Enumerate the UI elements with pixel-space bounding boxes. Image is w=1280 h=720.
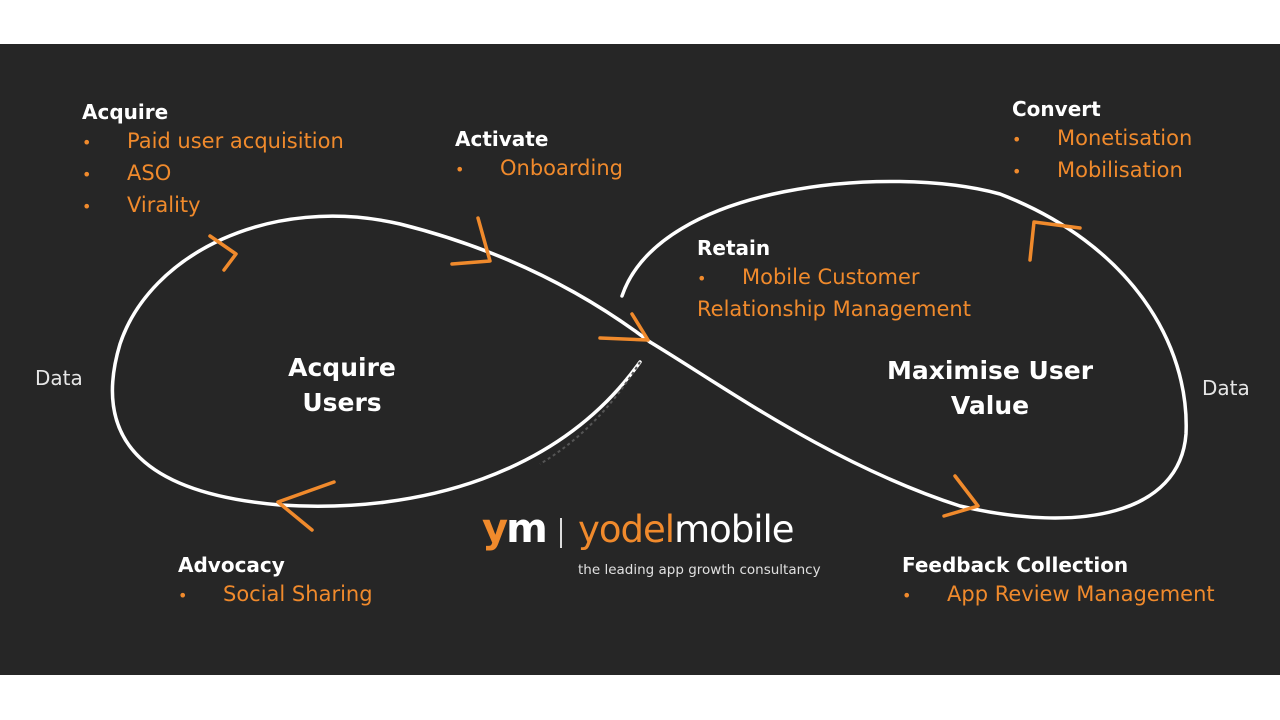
stage-retain-heading: Retain xyxy=(697,236,771,260)
left-loop-label: Acquire Users xyxy=(288,353,396,417)
stage-activate: Activate •Onboarding xyxy=(455,125,623,185)
arrow-acquire xyxy=(208,234,238,272)
infinity-loop-diagram xyxy=(110,179,1188,532)
stage-convert: Convert •Monetisation •Mobilisation xyxy=(1012,95,1192,187)
logo-separator xyxy=(560,518,562,548)
right-loop-label: Maximise User Value xyxy=(886,356,1094,420)
left-data-label: Data xyxy=(35,366,83,390)
list-item: •Onboarding xyxy=(455,156,623,180)
list-item: •Mobile Customer xyxy=(697,265,920,289)
yodelmobile-logo: ym yodelmobile xyxy=(478,506,828,566)
stage-retain: Retain •Mobile Customer Relationship Man… xyxy=(697,234,971,324)
logo-wordmark: yodelmobile xyxy=(578,508,795,551)
stage-acquire-heading: Acquire xyxy=(82,100,169,124)
stage-feedback-heading: Feedback Collection xyxy=(902,553,1129,577)
list-item: •Social Sharing xyxy=(178,582,373,606)
arrow-convert xyxy=(1028,220,1082,262)
stage-convert-heading: Convert xyxy=(1012,97,1101,121)
ym-mark: ym xyxy=(482,506,548,552)
right-loop-curve xyxy=(620,179,1188,520)
stage-activate-heading: Activate xyxy=(455,127,549,151)
list-item: •Paid user acquisition xyxy=(82,129,344,153)
stage-advocacy: Advocacy •Social Sharing xyxy=(178,551,373,611)
stage-feedback: Feedback Collection •App Review Manageme… xyxy=(902,551,1215,611)
list-item: Relationship Management xyxy=(697,297,971,321)
right-data-label: Data xyxy=(1202,376,1250,400)
list-item: •Monetisation xyxy=(1012,126,1193,150)
arrow-activate xyxy=(450,216,492,266)
stage-acquire: Acquire •Paid user acquisition •ASO •Vir… xyxy=(82,98,344,222)
list-item: •Virality xyxy=(82,193,201,217)
slide: Acquire •Paid user acquisition •ASO •Vir… xyxy=(0,44,1280,675)
stage-advocacy-heading: Advocacy xyxy=(178,553,285,577)
list-item: •ASO xyxy=(82,161,172,185)
arrow-advocacy xyxy=(276,480,336,532)
arrow-feedback xyxy=(942,474,980,518)
faint-connector xyxy=(539,361,641,465)
list-item: •App Review Management xyxy=(902,582,1215,606)
left-loop-curve xyxy=(110,214,652,508)
arrow-retain xyxy=(598,312,650,342)
logo-tagline: the leading app growth consultancy xyxy=(578,562,821,578)
list-item: •Mobilisation xyxy=(1012,158,1183,182)
